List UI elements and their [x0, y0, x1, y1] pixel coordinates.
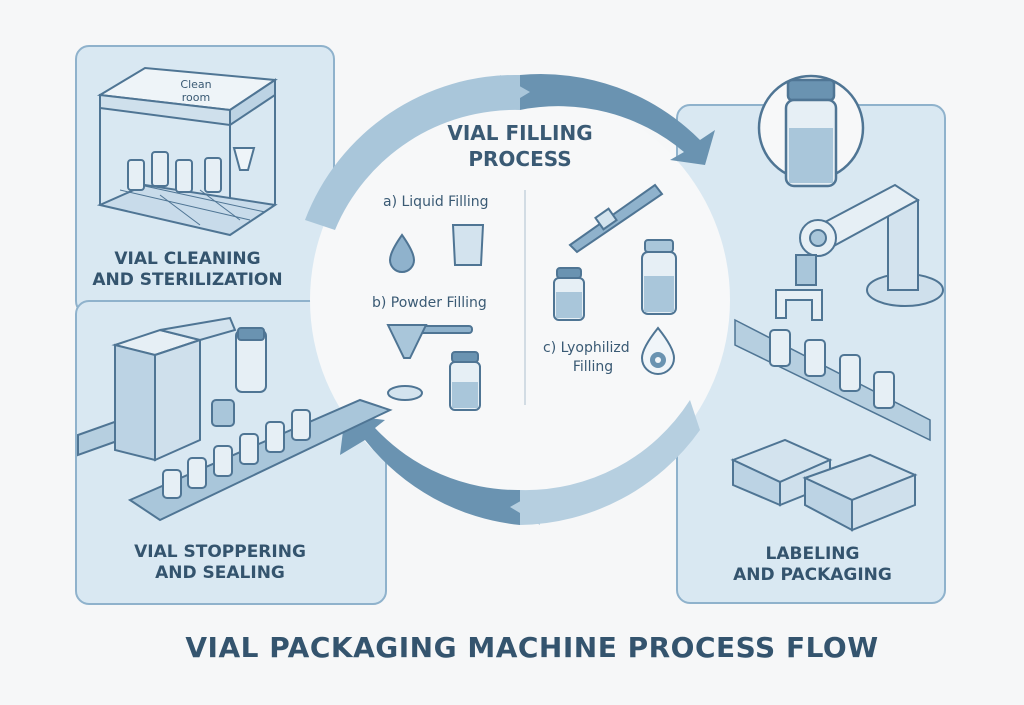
lyophilized-drop-icon	[640, 326, 676, 375]
page-title: VIAL PACKAGING MACHINE PROCESS FLOW	[185, 631, 879, 664]
powder-funnel-icon	[386, 324, 473, 401]
stoppering-label-line1: VIAL STOPPERING	[134, 542, 306, 562]
magnified-vial-icon	[757, 74, 865, 188]
labeling-label-line1: LABELING	[765, 544, 860, 564]
top-cycle-arrow	[305, 74, 715, 231]
cleaning-label: VIAL CLEANING AND STERILIZATION	[80, 249, 295, 292]
powder-vial-icon	[449, 351, 481, 411]
cleanroom-sign-line1: Clean	[180, 78, 211, 91]
filling-title-line2: PROCESS	[468, 147, 571, 171]
stoppering-machine-illustration	[77, 316, 393, 522]
filling-title-line1: VIAL FILLING	[447, 121, 592, 145]
robot-arm-illustration	[775, 183, 944, 321]
cleanroom-sign-line2: room	[182, 91, 210, 104]
conveyor-vials-labeling	[769, 329, 895, 409]
liquid-drop-icon	[388, 233, 416, 273]
stoppering-label: VIAL STOPPERING AND SEALING	[100, 542, 340, 585]
cleaning-label-line1: VIAL CLEANING	[114, 249, 261, 269]
filling-circle	[310, 90, 730, 510]
liquid-vial-icon	[553, 267, 585, 321]
stoppering-label-line2: AND SEALING	[155, 563, 285, 584]
powder-filling-label: b) Powder Filling	[372, 295, 487, 311]
labeling-conveyor	[734, 318, 931, 442]
beaker-icon	[451, 224, 485, 266]
liquid-filling-label: a) Liquid Filling	[383, 194, 489, 210]
packaging-boxes-illustration	[730, 438, 918, 532]
labeling-label: LABELING AND PACKAGING	[690, 544, 935, 587]
lyophilized-filling-label-line2: Filling	[573, 359, 613, 375]
lyophilized-filling-label-line1: c) Lyophilizd	[543, 340, 630, 356]
dropper-icon	[568, 183, 664, 254]
bottom-cycle-arrow	[340, 400, 700, 525]
labeling-label-line2: AND PACKAGING	[733, 565, 892, 586]
cleanroom-illustration	[96, 66, 278, 237]
conveyor-vials-stoppering	[162, 409, 311, 499]
cleaning-label-line2: AND STERILIZATION	[92, 270, 283, 291]
large-vial-icon	[641, 239, 677, 315]
